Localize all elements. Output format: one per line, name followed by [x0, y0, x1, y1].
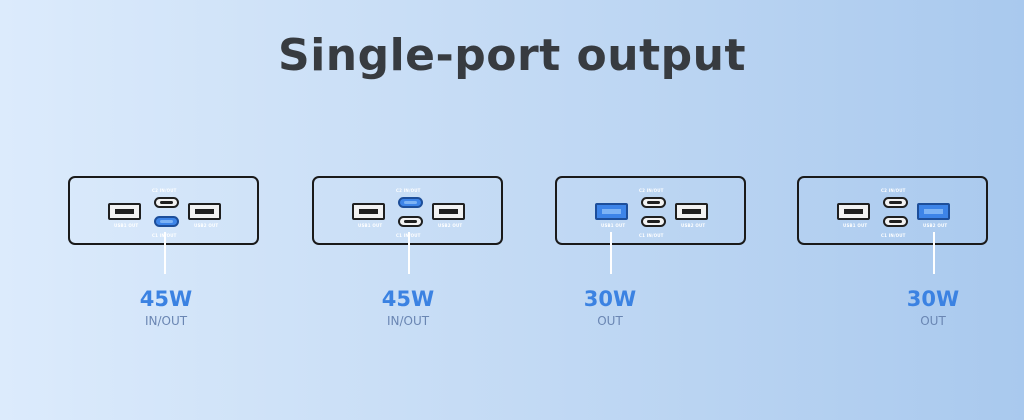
power-bank-panel-3: USB1 OUT C2 IN/OUT C1 IN/OUT USB2 OUT: [555, 176, 746, 245]
usb1-port: [595, 203, 628, 220]
usb1-port: [108, 203, 141, 220]
mode-label-1: IN/OUT: [144, 314, 188, 328]
mode-label-2: IN/OUT: [386, 314, 430, 328]
c1-port-label: C1 IN/OUT: [639, 233, 664, 238]
usb1-port-label: USB1 OUT: [358, 223, 383, 228]
usb2-port: [188, 203, 221, 220]
c2-port: [154, 197, 179, 208]
pointer-line-1: [164, 232, 166, 274]
c1-port: [398, 216, 423, 227]
mode-label-4: OUT: [920, 314, 946, 328]
page-title: Single-port output: [278, 30, 746, 81]
pointer-line-4: [933, 232, 935, 274]
watt-label-3: 30W: [583, 287, 637, 311]
c2-port-label: C2 IN/OUT: [396, 188, 421, 193]
c1-port: [883, 216, 908, 227]
usb1-port: [837, 203, 870, 220]
usb1-port: [352, 203, 385, 220]
c1-port: [641, 216, 666, 227]
pointer-line-2: [408, 232, 410, 274]
power-bank-panel-4: USB1 OUT C2 IN/OUT C1 IN/OUT USB2 OUT: [797, 176, 988, 245]
c2-port: [641, 197, 666, 208]
usb2-port-label: USB2 OUT: [681, 223, 706, 228]
usb2-port-label: USB2 OUT: [923, 223, 948, 228]
power-bank-panel-1: USB1 OUT C2 IN/OUT C1 IN/OUT USB2 OUT: [68, 176, 259, 245]
c1-port: [154, 216, 179, 227]
usb2-port-label: USB2 OUT: [194, 223, 219, 228]
usb1-port-label: USB1 OUT: [843, 223, 868, 228]
usb2-port: [917, 203, 950, 220]
watt-label-2: 45W: [381, 287, 435, 311]
usb2-port-label: USB2 OUT: [438, 223, 463, 228]
watt-label-4: 30W: [906, 287, 960, 311]
c2-port-label: C2 IN/OUT: [639, 188, 664, 193]
c2-port-label: C2 IN/OUT: [881, 188, 906, 193]
c2-port-label: C2 IN/OUT: [152, 188, 177, 193]
watt-label-1: 45W: [139, 287, 193, 311]
usb2-port: [432, 203, 465, 220]
pointer-line-3: [610, 232, 612, 274]
c1-port-label: C1 IN/OUT: [881, 233, 906, 238]
usb2-port: [675, 203, 708, 220]
usb1-port-label: USB1 OUT: [601, 223, 626, 228]
mode-label-3: OUT: [597, 314, 623, 328]
c2-port: [883, 197, 908, 208]
c2-port: [398, 197, 423, 208]
usb1-port-label: USB1 OUT: [114, 223, 139, 228]
